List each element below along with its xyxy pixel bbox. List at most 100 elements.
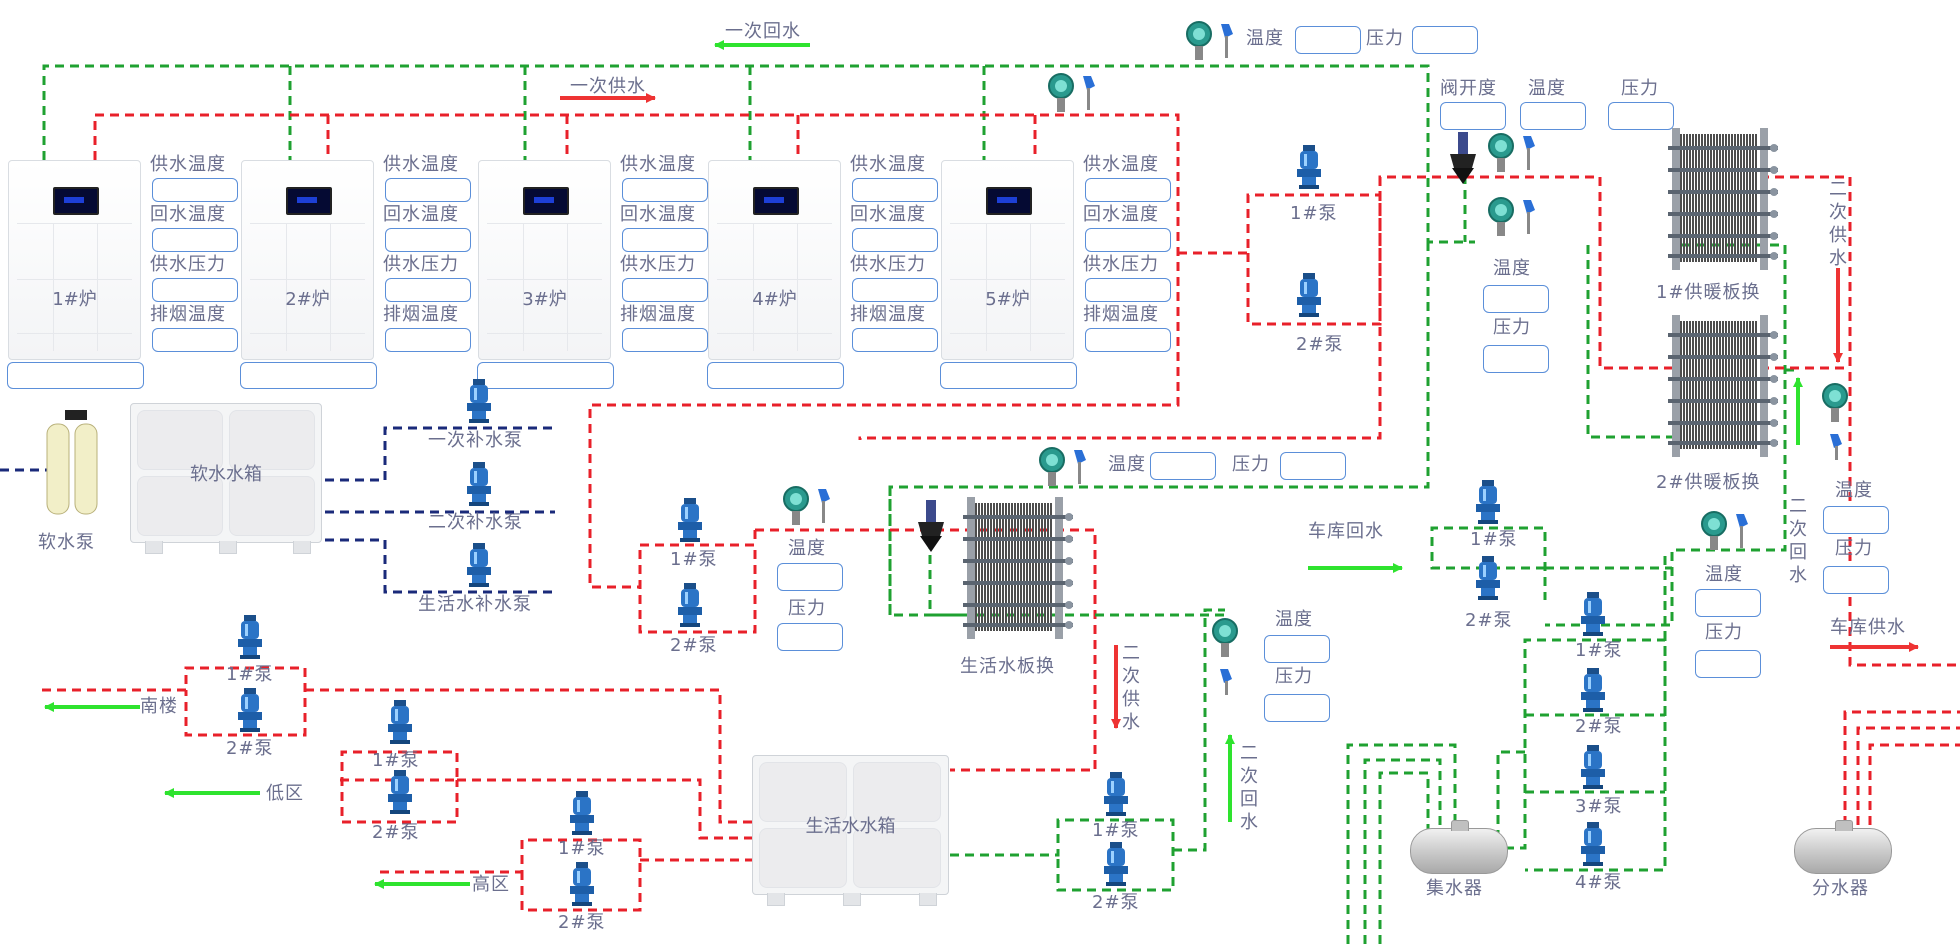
boiler-field-value[interactable] — [1085, 328, 1171, 352]
low-zone-label: 低区 — [266, 783, 304, 804]
boiler-field-label: 排烟温度 — [150, 304, 226, 325]
domestic-hw-return-pipes — [888, 487, 1227, 892]
primary-pump-1-icon — [1297, 145, 1321, 189]
domestic-valve-icon — [916, 500, 946, 559]
domestic-loop-pressure-label: 压力 — [788, 598, 826, 619]
boiler-field-value[interactable] — [1085, 278, 1171, 302]
distributor-label: 分水器 — [1812, 878, 1869, 899]
garage-pressure-label: 压力 — [1705, 622, 1743, 643]
boiler-field-value[interactable] — [1085, 228, 1171, 252]
boiler-field-label: 供水压力 — [620, 254, 696, 275]
garage-return-label: 车库回水 — [1308, 521, 1384, 542]
makeup-water-pipes — [0, 426, 555, 594]
top-pressure-value[interactable] — [1412, 26, 1478, 54]
boiler-field-label: 排烟温度 — [620, 304, 696, 325]
loop-temp-value[interactable] — [1264, 635, 1330, 663]
boiler-name: 3#炉 — [522, 289, 567, 310]
boiler-field-value[interactable] — [622, 278, 708, 302]
boiler-4[interactable]: 4#炉 — [708, 160, 841, 360]
boiler-5-status[interactable] — [940, 362, 1077, 389]
low-pump-1-label: 1#泵 — [372, 750, 420, 771]
domestic-loop-temp-value[interactable] — [777, 563, 843, 591]
loop-pressure-value[interactable] — [1264, 694, 1330, 722]
secondary-makeup-pump-icon — [467, 462, 491, 506]
valve-opening-value[interactable] — [1440, 102, 1506, 130]
boiler-field-value[interactable] — [152, 328, 238, 352]
softener-label: 软水泵 — [38, 532, 95, 553]
garage-temp-label: 温度 — [1705, 564, 1743, 585]
domestic-sensor-icon — [1036, 446, 1096, 492]
secondary-supply-label-1: 二次供水 — [1829, 179, 1847, 269]
low-pump-2-icon — [388, 770, 412, 814]
hx-pressure-value[interactable] — [1608, 102, 1674, 130]
boiler-3[interactable]: 3#炉 — [478, 160, 611, 360]
boiler-display-icon — [53, 187, 99, 215]
boiler-field-value[interactable] — [385, 228, 471, 252]
boiler-2-status[interactable] — [240, 362, 377, 389]
heating-hx-2 — [1668, 315, 1786, 461]
boiler-field-value[interactable] — [852, 178, 938, 202]
distributor-vessel — [1794, 820, 1892, 874]
primary-pump-2-icon — [1297, 273, 1321, 317]
boiler-field-value[interactable] — [385, 278, 471, 302]
boiler-field-value[interactable] — [852, 328, 938, 352]
boiler-field-value[interactable] — [852, 278, 938, 302]
loop-temp-label: 温度 — [1275, 609, 1313, 630]
domestic-temp-value[interactable] — [1150, 452, 1216, 480]
boiler-field-value[interactable] — [152, 228, 238, 252]
boiler-field-label: 供水温度 — [150, 154, 226, 175]
boiler-2[interactable]: 2#炉 — [241, 160, 374, 360]
top-pressure-label: 压力 — [1366, 28, 1404, 49]
collector-vessel — [1410, 820, 1508, 874]
boiler-field-value[interactable] — [385, 178, 471, 202]
boiler-name: 5#炉 — [985, 289, 1030, 310]
garage-temp-value[interactable] — [1695, 589, 1761, 617]
hx-temp2-label: 温度 — [1493, 258, 1531, 279]
primary-return-label: 一次回水 — [725, 21, 801, 42]
boiler-5[interactable]: 5#炉 — [941, 160, 1074, 360]
boiler-name: 1#炉 — [52, 289, 97, 310]
secondary-supply-label-2: 二次供水 — [1122, 643, 1140, 733]
domestic-pump-2-label: 2#泵 — [670, 635, 718, 656]
boiler-field-value[interactable] — [622, 328, 708, 352]
boiler-display-icon — [753, 187, 799, 215]
boiler-field-label: 供水压力 — [383, 254, 459, 275]
boiler-4-status[interactable] — [707, 362, 844, 389]
secondary-makeup-label: 二次补水泵 — [428, 512, 523, 533]
high-zone-label: 高区 — [472, 874, 510, 895]
domestic-makeup-pump-icon — [467, 543, 491, 587]
domestic-loop-sensor-icon — [780, 485, 840, 531]
domestic-hx-label: 生活水板换 — [960, 656, 1055, 677]
boiler-field-value[interactable] — [152, 278, 238, 302]
boiler-field-value[interactable] — [152, 178, 238, 202]
hx-temp-value[interactable] — [1520, 102, 1586, 130]
collector-pump-4-icon — [1581, 822, 1605, 866]
garage-pressure-value[interactable] — [1695, 650, 1761, 678]
domestic-loop-temp-label: 温度 — [788, 538, 826, 559]
boiler-1[interactable]: 1#炉 — [8, 160, 141, 360]
garage-pump-1-icon — [1476, 480, 1500, 524]
boiler-field-value[interactable] — [385, 328, 471, 352]
boiler-1-status[interactable] — [7, 362, 144, 389]
secondary-pressure-value[interactable] — [1823, 566, 1889, 594]
boiler-field-value[interactable] — [1085, 178, 1171, 202]
boiler-3-status[interactable] — [477, 362, 614, 389]
domestic-loop-pressure-value[interactable] — [777, 623, 843, 651]
domestic-pressure-value[interactable] — [1280, 452, 1346, 480]
south-low-high-pipes — [42, 666, 752, 912]
boiler-field-label: 供水温度 — [850, 154, 926, 175]
soft-water-tank: 软水水箱 — [130, 403, 322, 554]
hx-temp2-value[interactable] — [1483, 285, 1549, 313]
heating-hx-1-label: 1#供暖板换 — [1656, 282, 1761, 303]
high-pump-2-icon — [570, 862, 594, 906]
hx-pressure2-value[interactable] — [1483, 345, 1549, 373]
boiler-field-value[interactable] — [622, 228, 708, 252]
secondary-temp-value[interactable] — [1823, 506, 1889, 534]
domestic-pump-1-icon — [678, 498, 702, 542]
collector-pump-2-icon — [1581, 668, 1605, 712]
boiler-field-label: 供水压力 — [850, 254, 926, 275]
top-temp-value[interactable] — [1295, 26, 1361, 54]
boiler-field-value[interactable] — [622, 178, 708, 202]
boiler-field-value[interactable] — [852, 228, 938, 252]
